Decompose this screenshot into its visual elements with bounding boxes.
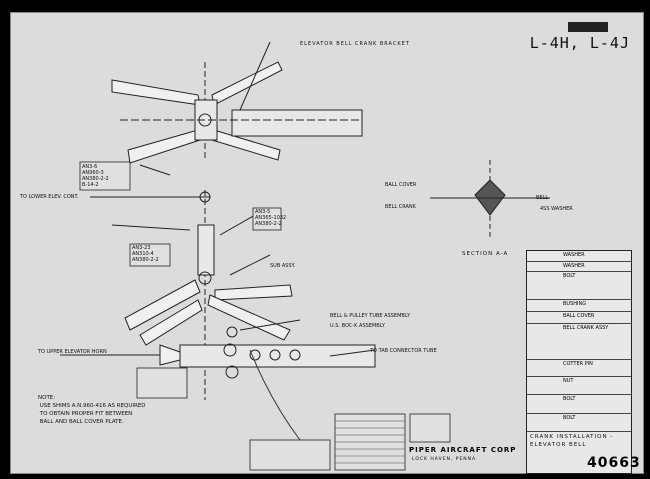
callout-19: BELL <box>536 195 549 201</box>
callout-3: AN380-2-2 <box>82 176 109 182</box>
callout-9: AN3-23 <box>132 245 151 251</box>
callout-8: AN380-2-2 <box>255 221 282 227</box>
callout-2: AN960-3 <box>82 170 104 176</box>
section-label: SECTION A-A <box>462 251 509 257</box>
callout-1: AN3-6 <box>82 164 98 170</box>
company-location: LOCK HAVEN, PENNA. <box>412 457 479 462</box>
callout-7: AN365-1032 <box>255 215 287 221</box>
drawing-title: CRANK INSTALLATION - ELEVATOR BELL <box>530 434 614 448</box>
callout-10: AN310-4 <box>132 251 154 257</box>
company-name: PIPER AIRCRAFT CORP <box>409 446 517 454</box>
parts-row-desc: BOLT <box>563 273 576 279</box>
callout-5: TO LOWER ELEV. CONT. <box>20 194 79 200</box>
callout-6: AN3-5 <box>255 209 271 215</box>
callout-17: BALL COVER <box>385 182 417 188</box>
callout-11: AN380-2-2 <box>132 257 159 263</box>
callout-16: TO TAB CONNECTOR TUBE <box>370 348 437 354</box>
callout-15: U.S. BOC-K ASSEMBLY <box>330 323 385 329</box>
callout-4: B-14-2 <box>82 182 99 188</box>
parts-row-desc: BOLT <box>563 415 576 421</box>
title-block: WASHER WASHER BOLT BUSHING BALL COVER BE… <box>526 250 632 474</box>
title-block-header: WASHER <box>563 252 585 258</box>
callout-13: TO UPPER ELEVATOR HORN <box>38 349 107 355</box>
parts-row-desc: WASHER <box>563 263 585 269</box>
callout-20: 4SS WASHER <box>540 206 573 212</box>
callout-18: BELL CRANK <box>385 204 416 210</box>
callout-14: BELL & PULLEY TUBE ASSEMBLY <box>330 313 411 319</box>
parts-row-desc: BUSHING <box>563 301 587 307</box>
title-callout: ELEVATOR BELL CRANK BRACKET <box>300 41 410 47</box>
parts-row-desc: COTTER PIN <box>563 361 593 367</box>
callout-12: SUB ASSY. <box>270 263 296 269</box>
stamp-mark <box>568 22 608 32</box>
drawing-number: 40663 <box>587 455 641 471</box>
drawing-note: NOTE: USE SHIMS A.N.960-416 AS REQUIRED … <box>38 395 146 425</box>
parts-row-desc: BELL CRANK ASSY <box>563 325 609 331</box>
parts-row-desc: BALL COVER <box>563 313 595 319</box>
parts-row-desc: NUT <box>563 378 574 384</box>
model-designation: L-4H, L-4J <box>529 34 630 52</box>
parts-row-desc: BOLT <box>563 396 576 402</box>
